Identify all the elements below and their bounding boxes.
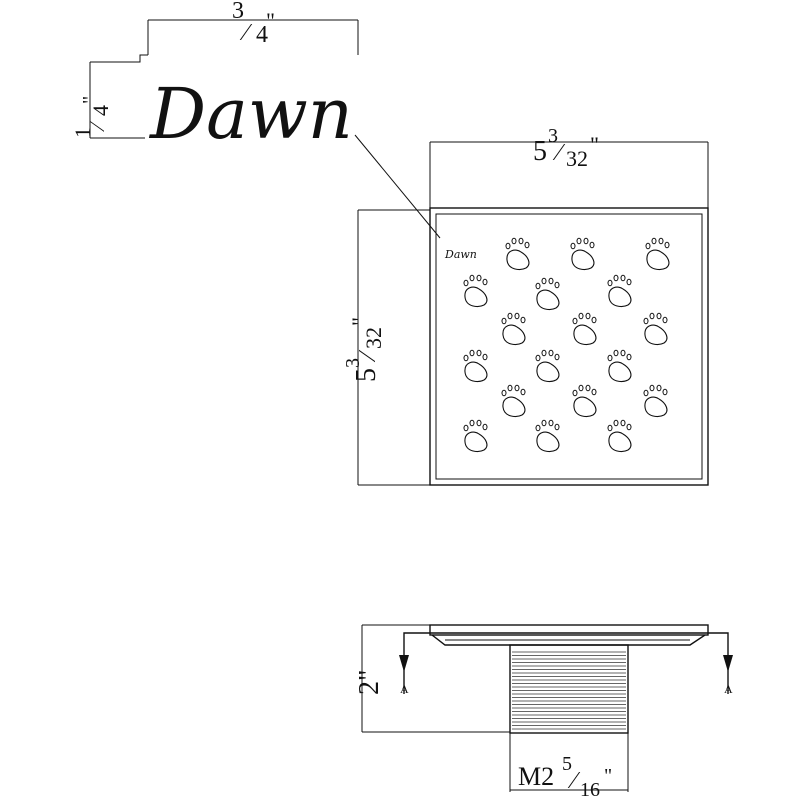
paw-print [643, 312, 668, 345]
dawn-logo: Dawn [148, 73, 353, 155]
pipe-threads [512, 651, 626, 730]
paw-print [572, 384, 597, 417]
logo-width-dimension: 3 ⁄ 4 " [90, 0, 359, 63]
logo-height-den: 4 [88, 105, 113, 116]
grate-top-view: 5 3 ⁄ 32 " 5 3 ⁄ 32 " Dawn [342, 125, 709, 486]
logo-height-dimension: 1 ⁄ 4 " [70, 62, 145, 139]
grate-logo: Dawn [444, 248, 477, 261]
side-height-label: 2" [354, 670, 385, 695]
logo-width-num: 3 [232, 0, 244, 24]
logo-height-num: 1 [70, 127, 95, 138]
grate-inner-frame [435, 213, 703, 480]
logo-height-inch: " [79, 96, 101, 104]
grate-width-whole: 5 [533, 136, 547, 167]
section-label-right: A [724, 682, 733, 696]
paw-print [570, 237, 595, 270]
thread-num: 5 [562, 753, 572, 775]
paw-print [463, 419, 488, 452]
grate-width-inch: " [590, 132, 599, 157]
paw-print [505, 237, 530, 270]
grate-height-num: 3 [342, 358, 364, 368]
paw-prints [463, 237, 670, 452]
paw-print [607, 419, 632, 452]
thread-den: 16 [580, 779, 600, 800]
drain-side-view: 2" A A M2 5 ⁄ 16 " [354, 624, 733, 800]
grate-outer-frame [429, 207, 709, 486]
section-arrow-right [723, 655, 733, 672]
thread-inch: " [604, 765, 612, 787]
paw-print [643, 384, 668, 417]
paw-print [645, 237, 670, 270]
paw-print [463, 349, 488, 382]
paw-print [501, 384, 526, 417]
thread-prefix: M2 [518, 762, 554, 791]
paw-print [607, 349, 632, 382]
grate-flange [429, 624, 709, 636]
logo-width-den: 4 [256, 22, 268, 48]
paw-print [607, 274, 632, 307]
grate-height-den: 32 [361, 327, 386, 349]
logo-leader-line [354, 134, 441, 239]
paw-print [535, 419, 560, 452]
logo-width-inch: " [266, 8, 275, 33]
paw-print [463, 274, 488, 307]
paw-print [501, 312, 526, 345]
section-label-left: A [400, 682, 409, 696]
grate-width-num: 3 [548, 125, 558, 147]
paw-print [572, 312, 597, 345]
grate-width-den: 32 [566, 146, 588, 171]
paw-print [535, 349, 560, 382]
grate-height-inch: " [347, 317, 372, 326]
section-arrow-left [399, 655, 409, 672]
paw-print [535, 277, 560, 310]
grate-height-whole: 5 [351, 368, 382, 382]
section-cut-line [403, 632, 729, 694]
threaded-pipe [509, 644, 629, 734]
